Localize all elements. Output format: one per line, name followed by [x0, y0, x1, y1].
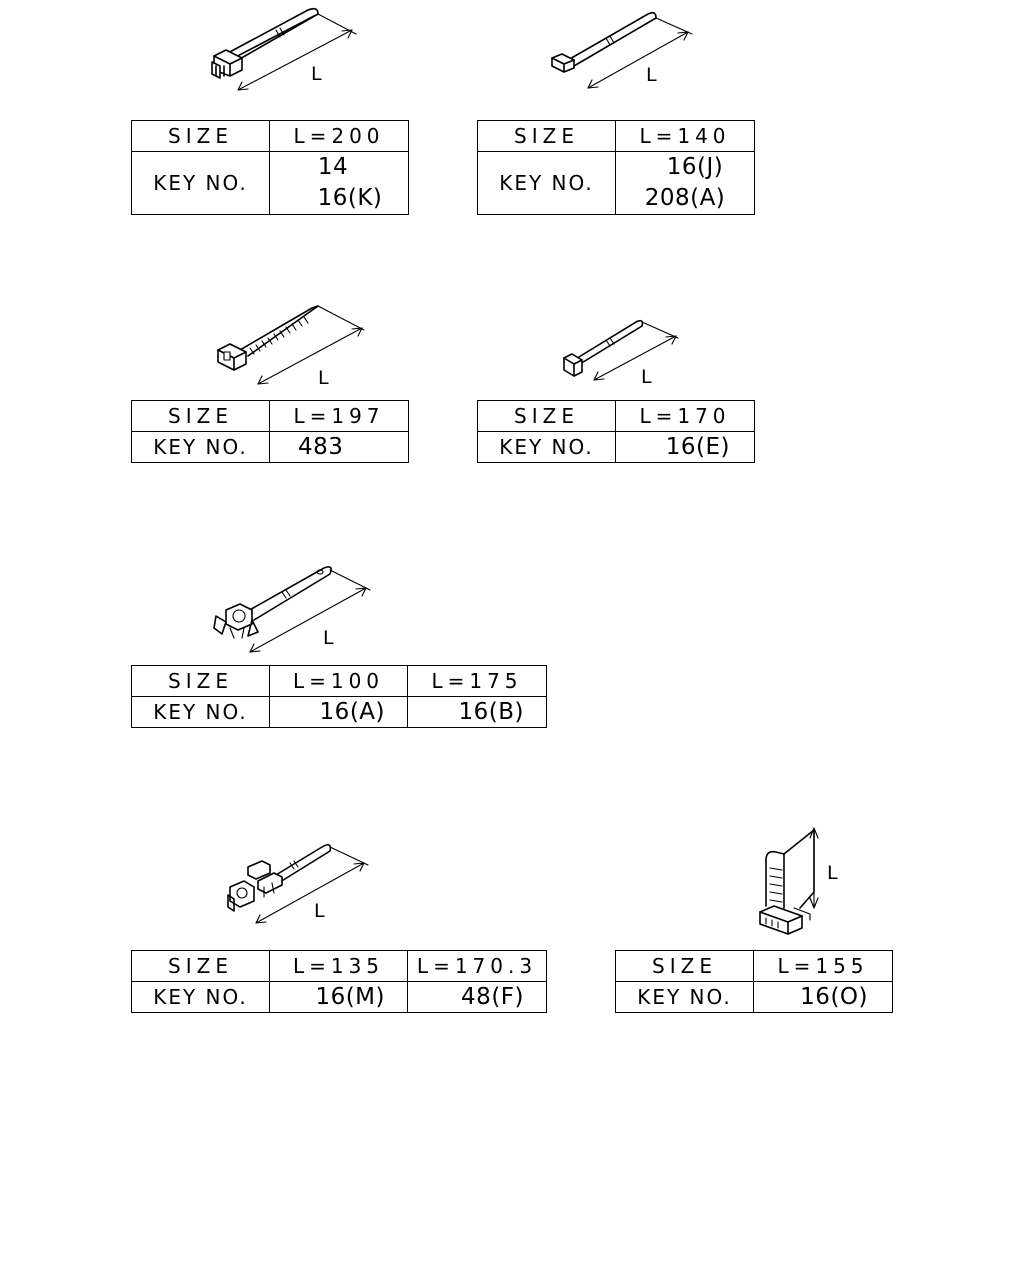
part-1-drawing: L — [211, 7, 357, 91]
key-no-entry: 16(J) — [666, 154, 724, 180]
key-no-entry: 16(K) — [317, 185, 383, 211]
part-7-dimension-label: L — [827, 862, 838, 884]
part-2-table: SIZE L=140 KEY NO. 16(J) 208(A) — [477, 120, 755, 215]
part-3-dimension-label: L — [318, 367, 329, 389]
part-1-dimension-label: L — [311, 63, 322, 85]
size-header: SIZE — [131, 665, 270, 697]
key-no-value: 16(E) — [615, 431, 755, 463]
key-no-value: 16(O) — [753, 981, 893, 1013]
part-4-dimension-arrow — [593, 321, 679, 381]
part-4-table: SIZE L=170 KEY NO. 16(E) — [477, 400, 755, 463]
size-value: L=200 — [269, 120, 409, 152]
part-6-dimension-arrow — [255, 846, 369, 924]
key-no-header: KEY NO. — [615, 981, 754, 1013]
size-header: SIZE — [477, 120, 616, 152]
part-2-cable-tie-icon — [551, 11, 657, 73]
part-2-drawing: L — [551, 11, 693, 89]
key-no-value: 48(F) — [407, 981, 547, 1013]
part-3-drawing: L — [217, 305, 365, 389]
size-value: L=170.3 — [407, 950, 547, 982]
part-5-dimension-arrow — [249, 569, 371, 653]
size-header: SIZE — [477, 400, 616, 432]
part-7-dimension-arrow — [809, 827, 819, 909]
key-no-value: 16(J) 208(A) — [615, 151, 755, 215]
size-value: L=100 — [269, 665, 408, 697]
part-3-table: SIZE L=197 KEY NO. 483 — [131, 400, 409, 463]
part-4-drawing: L — [563, 319, 679, 388]
key-no-header: KEY NO. — [477, 431, 616, 463]
part-5-table: SIZE L=100 L=175 KEY NO. 16(A) 16(B) — [131, 665, 547, 728]
key-no-header: KEY NO. — [477, 151, 616, 215]
key-no-value: 16(B) — [407, 696, 547, 728]
part-1-dimension-arrow — [237, 13, 357, 91]
part-3-serrated-tie-icon — [217, 305, 319, 371]
size-header: SIZE — [131, 400, 270, 432]
size-value: L=135 — [269, 950, 408, 982]
key-no-value: 14 16(K) — [269, 151, 409, 215]
key-no-header: KEY NO. — [131, 981, 270, 1013]
key-no-entry: 208(A) — [644, 185, 726, 211]
part-6-drawing: L — [227, 843, 369, 924]
key-no-header: KEY NO. — [131, 431, 270, 463]
key-no-value: 16(M) — [269, 981, 408, 1013]
part-6-bracket-tie-icon — [227, 843, 332, 912]
part-2-dimension-arrow — [587, 17, 693, 89]
key-no-header: KEY NO. — [131, 151, 270, 215]
size-header: SIZE — [615, 950, 754, 982]
size-header: SIZE — [131, 950, 270, 982]
part-5-clip-tie-icon — [213, 566, 332, 639]
part-7-upright-strap-icon — [759, 829, 815, 935]
key-no-header: KEY NO. — [131, 696, 270, 728]
size-value: L=197 — [269, 400, 409, 432]
part-5-drawing: L — [213, 566, 371, 653]
part-1-cable-tie-icon — [211, 7, 319, 79]
size-header: SIZE — [131, 120, 270, 152]
part-5-dimension-label: L — [323, 627, 334, 649]
size-value: L=170 — [615, 400, 755, 432]
key-no-value: 483 — [269, 431, 409, 463]
key-no-entry: 14 — [317, 154, 349, 180]
part-4-cable-tie-icon — [563, 319, 644, 377]
part-2-dimension-label: L — [646, 64, 657, 86]
size-value: L=175 — [407, 665, 547, 697]
part-7-drawing: L — [759, 827, 838, 935]
part-3-dimension-arrow — [257, 305, 365, 385]
part-6-table: SIZE L=135 L=170.3 KEY NO. 16(M) 48(F) — [131, 950, 547, 1013]
part-4-dimension-label: L — [641, 366, 652, 388]
size-value: L=155 — [753, 950, 893, 982]
part-1-table: SIZE L=200 KEY NO. 14 16(K) — [131, 120, 409, 215]
part-7-table: SIZE L=155 KEY NO. 16(O) — [615, 950, 893, 1013]
part-6-dimension-label: L — [314, 900, 325, 922]
size-value: L=140 — [615, 120, 755, 152]
key-no-value: 16(A) — [269, 696, 408, 728]
